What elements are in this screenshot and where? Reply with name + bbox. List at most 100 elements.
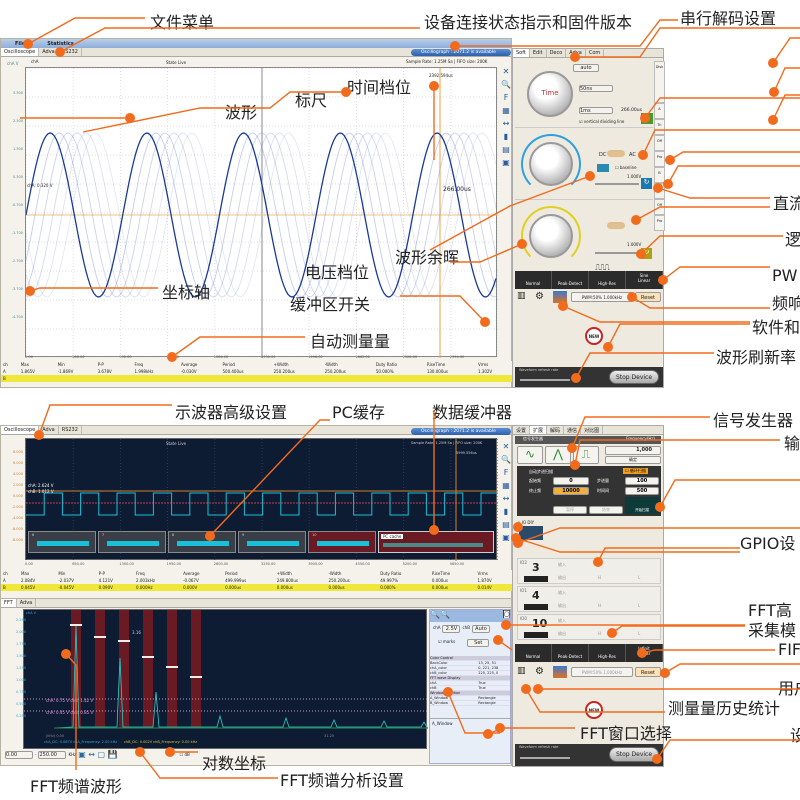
fit-icon[interactable]: ✕ — [502, 442, 510, 451]
tab-fft[interactable]: FFT — [1, 599, 17, 607]
stop-device-button[interactable]: Stop Device — [609, 747, 659, 762]
tab-com[interactable]: Com — [586, 49, 605, 57]
baseline-checkbox[interactable]: ☐ baseline — [615, 165, 637, 170]
set-button[interactable]: Set — [467, 639, 490, 647]
linear-option[interactable]: Linear — [637, 278, 651, 283]
tab-adva[interactable]: Adva — [39, 426, 59, 434]
pc-cache-slot[interactable]: PC cache — [378, 531, 494, 553]
side-tab[interactable]: Tri — [654, 119, 665, 135]
gen-tab[interactable]: 对比图 — [581, 426, 604, 434]
reset-icon-a[interactable]: ↻ — [641, 178, 652, 189]
menu-file[interactable]: File — [15, 40, 26, 47]
triangle-wave-button[interactable]: ⋀ — [545, 446, 571, 464]
side-tab[interactable]: Pro — [654, 215, 665, 231]
gpio-low-radio[interactable]: L — [638, 631, 641, 636]
ch-a-voltage-knob[interactable] — [529, 142, 573, 186]
mode-high-res[interactable]: High-Res — [589, 271, 626, 289]
side-tab[interactable]: Off — [654, 199, 665, 215]
grid-icon[interactable]: ▦ — [502, 106, 510, 115]
mode-normal[interactable]: Normal — [515, 644, 552, 662]
start-sweep-button[interactable]: 开始扫描 — [625, 497, 659, 514]
side-tab[interactable]: Off — [654, 135, 665, 151]
zoom-icon[interactable]: 🔍 — [501, 80, 511, 89]
offset-slider-a[interactable] — [595, 183, 639, 185]
property-row[interactable]: Color Control — [430, 656, 510, 661]
side-tab[interactable]: Pro — [654, 151, 665, 167]
freq-response-icon[interactable] — [553, 291, 567, 303]
property-row[interactable]: FFT wave Display — [430, 675, 510, 681]
gpio-high-radio[interactable]: H — [598, 575, 602, 580]
buffer-icon[interactable]: ▤ — [502, 145, 510, 154]
gpio-high-radio[interactable]: H — [598, 603, 602, 608]
tab-adva[interactable]: Adva — [17, 599, 37, 607]
start-freq-input[interactable]: 0 — [553, 477, 589, 485]
reset-button[interactable]: Reset — [635, 292, 661, 302]
range-to-input[interactable]: 250.00 — [38, 750, 67, 759]
persistence-icon[interactable] — [597, 164, 609, 172]
fit-icon[interactable]: ✕ — [502, 67, 510, 76]
pc-cache-checkbox[interactable]: PC cache — [381, 534, 404, 539]
tab-soft[interactable]: Soft — [513, 49, 530, 57]
log-axis-checkbox[interactable]: ☐ dB — [179, 752, 190, 757]
fft-window-select-icon[interactable]: ◙ — [503, 610, 510, 618]
reset-icon-b[interactable]: ↻ — [641, 248, 652, 259]
logic-wave-icon[interactable]: ⎍⎍⎍ — [595, 263, 610, 272]
fifo-linear-option[interactable]: Linear — [637, 651, 651, 656]
loop-checkbox[interactable]: ☐ 循环扫描 — [623, 468, 648, 474]
tab-rs232[interactable]: RS232 — [59, 426, 82, 434]
confirm-button[interactable]: 确定 — [605, 456, 661, 464]
gpio-output-radio[interactable]: 输出 — [558, 631, 566, 636]
buffer-slot[interactable]: 10 — [308, 531, 376, 553]
buffer-slot[interactable]: 8 — [168, 531, 236, 553]
stats-icon[interactable]: ▥ — [517, 666, 526, 676]
side-tab[interactable]: Lgc — [654, 183, 665, 199]
mode-high-res[interactable]: High-Res — [589, 644, 626, 662]
mode-peak-detect[interactable]: Peak-Detect — [552, 271, 589, 289]
pause-button[interactable]: 暂停 — [553, 506, 587, 514]
ch-b-voltage-knob[interactable] — [529, 214, 573, 258]
menu-statistics[interactable]: Statistics — [47, 40, 74, 47]
gen-tab[interactable]: 扩展 — [530, 426, 548, 434]
grid-icon[interactable]: ▦ — [502, 481, 510, 490]
refresh-icon[interactable]: ↻ — [641, 113, 653, 124]
save-icon[interactable]: ▣ — [502, 158, 510, 167]
end-freq-input[interactable]: 10000 — [553, 487, 589, 495]
sub-div-select[interactable]: 1ms — [579, 107, 613, 114]
gpio-low-radio[interactable]: L — [638, 603, 641, 608]
measure-icon[interactable]: ↔ — [502, 119, 510, 128]
gpio-high-radio[interactable]: H — [598, 631, 602, 636]
io-diy-radio[interactable]: ○ IO DIY — [517, 520, 535, 525]
coupling-toggle-a[interactable] — [607, 150, 625, 157]
marks-checkbox[interactable]: ☑ marks — [438, 639, 456, 644]
gpio-input-radio[interactable]: 输入 — [558, 590, 566, 595]
gpio-output-radio[interactable]: 输出 — [558, 575, 566, 580]
time-div-select[interactable]: 50ns — [579, 85, 613, 92]
fft-settings-icon[interactable]: ▣ ↔ ▢ 💾 — [78, 750, 118, 759]
tab-adva[interactable]: Adva — [39, 48, 59, 56]
side-tab[interactable]: A — [654, 103, 665, 119]
gen-tab[interactable]: 设置 — [513, 426, 531, 434]
gpio-icon[interactable] — [519, 526, 543, 540]
step-input[interactable]: 100 — [625, 477, 659, 485]
buffer-slot[interactable]: 6 — [28, 531, 96, 553]
gpio-output-radio[interactable]: 输出 — [558, 603, 566, 608]
buffer-slot[interactable]: 7 — [98, 531, 166, 553]
sine-wave-button[interactable]: ∿ — [517, 446, 543, 464]
gear-icon[interactable]: ⚙ — [535, 666, 544, 677]
tab-deco[interactable]: Deco — [547, 49, 567, 57]
sine-option[interactable]: Sine — [639, 273, 649, 278]
buffer-slot[interactable]: 9 — [238, 531, 306, 553]
coupling-toggle-b[interactable] — [607, 222, 625, 229]
tab-rs232[interactable]: RS232 — [59, 48, 82, 56]
save-icon[interactable]: ▣ — [502, 533, 510, 542]
gpio-input-radio[interactable]: 输入 — [558, 562, 566, 567]
gpio-stepper[interactable] — [524, 604, 548, 610]
time-input[interactable]: 500 — [625, 487, 659, 495]
square-wave-button[interactable]: ⎍ — [573, 446, 599, 464]
spectrum-icon[interactable]: ▮ — [503, 507, 509, 516]
